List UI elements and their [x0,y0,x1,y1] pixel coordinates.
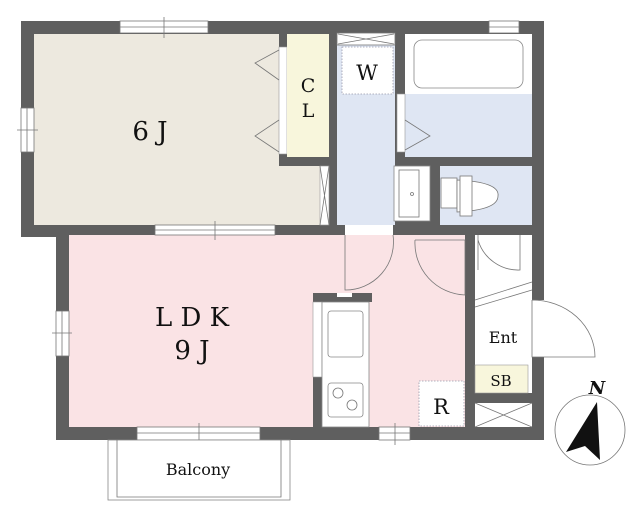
shoe-box-label: SB [490,372,511,390]
refrigerator-label: R [433,395,450,419]
closet-door [278,46,288,155]
toilet-icon [440,175,499,217]
closet-label-c: C [301,75,316,97]
closet-label-l: L [302,100,315,122]
north-compass-icon: N [554,378,626,466]
kitchen-sink [327,310,364,358]
ldk-label: L D K [155,303,230,333]
shoe-box [474,364,529,394]
entrance-door-opening [415,235,465,238]
entrance-label: Ent [489,328,518,347]
bedroom-label: 6 J [132,117,167,147]
bedroom-floor-ext [279,166,320,225]
refrigerator-space [418,380,465,427]
ldk-top-door-opening [345,225,393,235]
kitchen-counter [312,293,372,428]
washer-space [341,46,394,95]
windows [17,17,520,445]
closet-floor [287,34,329,157]
ldk-size-label: 9 J [174,336,209,366]
sink-vanity [393,165,431,222]
bedroom-floor [34,34,279,225]
ldk-floor [69,235,465,427]
balcony-outline [107,439,291,501]
balcony-label: Balcony [166,460,230,479]
washer-label: W [356,61,378,85]
stove [327,382,364,418]
bathroom-door [396,93,406,153]
bathtub [413,39,524,89]
compass-north-label: N [588,378,607,399]
front-door-opening [532,300,544,357]
